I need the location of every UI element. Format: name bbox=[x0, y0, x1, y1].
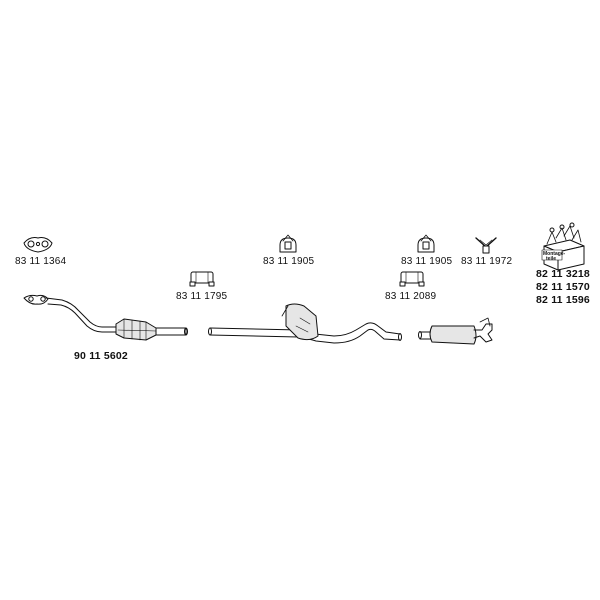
part-number-flange-gasket: 83 11 1364 bbox=[15, 256, 67, 267]
mounting-kit-part: Montage- teile bbox=[541, 222, 585, 271]
rubber-mount-center-part bbox=[279, 234, 297, 253]
rear-silencer-part bbox=[418, 317, 493, 345]
mounting-kit-label-line1: Montage- bbox=[543, 251, 566, 257]
front-pipe-with-catalyst-part bbox=[23, 294, 188, 341]
part-number-mounting-kit-3: 82 11 1596 bbox=[536, 294, 590, 306]
part-number-front-pipe: 90 11 5602 bbox=[74, 350, 128, 362]
clamp-rear-part bbox=[399, 271, 425, 287]
part-number-hanger-bracket: 83 11 1972 bbox=[461, 256, 513, 267]
part-number-mounting-kit-2: 82 11 1570 bbox=[536, 281, 590, 293]
part-number-mounting-kit-1: 82 11 3218 bbox=[536, 268, 590, 280]
part-number-clamp-front: 83 11 1795 bbox=[176, 291, 228, 302]
part-number-rubber-mount-center: 83 11 1905 bbox=[263, 256, 315, 267]
part-number-rubber-mount-rear: 83 11 1905 bbox=[401, 256, 453, 267]
hanger-bracket-part bbox=[475, 237, 497, 254]
rubber-mount-rear-part bbox=[417, 234, 435, 253]
flange-gasket-part bbox=[23, 237, 53, 253]
middle-pipe-with-resonator-part bbox=[208, 303, 402, 344]
clamp-front-part bbox=[189, 271, 215, 287]
part-number-clamp-rear: 83 11 2089 bbox=[385, 291, 437, 302]
mounting-kit-label-line2: teile bbox=[546, 256, 556, 262]
